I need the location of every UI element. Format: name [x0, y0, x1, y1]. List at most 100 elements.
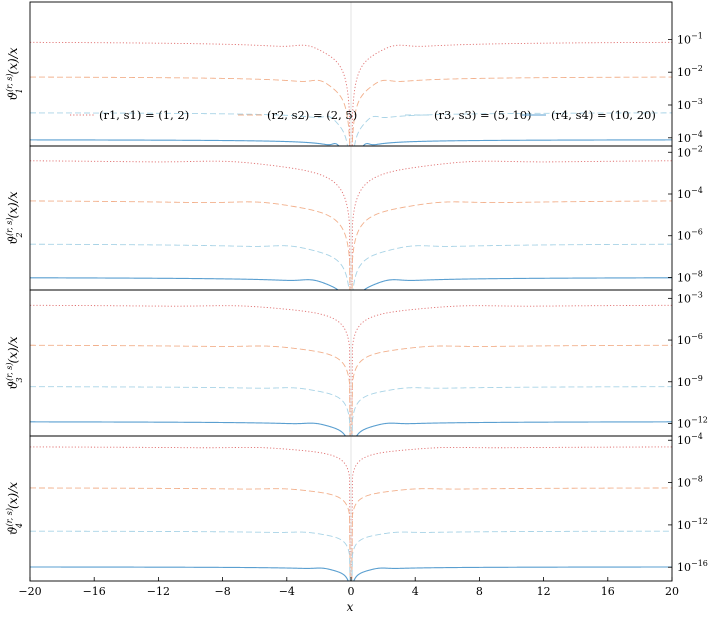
ylabel-tail: (x)/x	[6, 191, 20, 218]
y-tick-exp: −4	[691, 186, 703, 195]
panel-curves-4	[30, 446, 672, 581]
x-tick-label: −20	[18, 585, 41, 598]
y-tick-base: 10	[677, 33, 691, 46]
panel-curves-1	[30, 41, 672, 146]
series-line-3	[30, 112, 672, 146]
y-tick-base: 10	[677, 230, 691, 243]
y-tick-base: 10	[677, 188, 691, 201]
y-axis-label-3: ϑ(r, s)3 (x)/x	[5, 336, 24, 389]
ylabel-main: ϑ	[6, 526, 20, 535]
y-tick-base: 10	[677, 434, 691, 447]
panel-2: 10−210−410−610−8ϑ(r, s)2(x)/x	[5, 144, 703, 291]
panel-curves-2	[30, 160, 672, 290]
y-axis-label-4: ϑ(r, s)4(x)/x	[5, 482, 24, 535]
panel-1: 10−110−210−310−4ϑ(r, s)1(x)/x	[5, 1, 703, 147]
y-tick-label: 10−6	[677, 332, 703, 347]
ylabel-sub: 2	[15, 232, 24, 238]
y-tick-base: 10	[677, 292, 691, 305]
series-line-1	[30, 160, 672, 290]
x-tick-label: 0	[348, 585, 355, 598]
y-tick-base: 10	[677, 146, 691, 159]
ylabel-tail: (x)/x	[6, 336, 20, 363]
panel-curves-3	[30, 304, 672, 436]
x-tick-label: −12	[147, 585, 170, 598]
y-tick-exp: −9	[691, 374, 703, 383]
ylabel-sub: 1	[15, 88, 24, 93]
y-tick-label: 10−8	[677, 475, 703, 490]
y-tick-exp: −3	[691, 97, 703, 106]
y-tick-label: 10−4	[677, 186, 703, 201]
series-line-4	[30, 421, 672, 436]
y-tick-exp: −2	[691, 144, 703, 153]
y-tick-exp: −12	[691, 517, 708, 526]
y-tick-exp: −8	[691, 475, 703, 484]
panel-3: 10−310−610−910−12ϑ(r, s)3(x)/x	[5, 289, 708, 437]
y-tick-label: 10−2	[677, 64, 703, 79]
series-line-2	[30, 487, 672, 581]
x-tick-label: −8	[214, 585, 230, 598]
y-tick-exp: −6	[691, 228, 703, 237]
ylabel-main: ϑ	[6, 92, 20, 101]
y-tick-exp: −3	[691, 290, 703, 299]
ylabel-tail: (x)/x	[6, 47, 20, 74]
y-tick-exp: −6	[691, 332, 703, 341]
legend-label-4: (r4, s4) = (10, 20)	[551, 108, 656, 122]
y-tick-exp: −16	[691, 559, 708, 568]
x-tick-label: 4	[412, 585, 419, 598]
x-tick-label: −4	[279, 585, 295, 598]
y-tick-exp: −4	[691, 130, 703, 139]
y-tick-label: 10−3	[677, 290, 703, 305]
series-line-2	[30, 76, 672, 146]
series-line-2	[30, 200, 672, 290]
y-tick-label: 10−3	[677, 97, 703, 112]
y-tick-base: 10	[677, 334, 691, 347]
series-line-2	[30, 344, 672, 436]
y-tick-base: 10	[677, 376, 691, 389]
y-tick-label: 10−8	[677, 269, 703, 284]
series-line-3	[30, 530, 672, 581]
ylabel-sup: (r, s)	[5, 363, 14, 381]
y-tick-label: 10−9	[677, 374, 703, 389]
ylabel-sup: (r, s)	[5, 218, 14, 236]
y-tick-label: 10−1	[677, 31, 703, 46]
ylabel-sub: 3	[15, 377, 24, 382]
x-tick-label: 20	[665, 585, 679, 598]
y-tick-base: 10	[677, 477, 691, 490]
y-tick-base: 10	[677, 271, 691, 284]
series-line-3	[30, 386, 672, 436]
ylabel-sup: (r, s)	[5, 74, 14, 92]
y-tick-label: 10−4	[677, 130, 703, 145]
y-tick-exp: −2	[691, 64, 703, 73]
series-line-4	[30, 139, 672, 146]
y-tick-exp: −12	[691, 415, 708, 424]
legend-label-1: (r1, s1) = (1, 2)	[99, 108, 189, 122]
y-axis-label-1: ϑ(r, s)1 (x)/x	[5, 47, 24, 100]
x-tick-label: 8	[476, 585, 483, 598]
x-tick-label: −16	[83, 585, 106, 598]
y-tick-base: 10	[677, 417, 691, 430]
legend: (r1, s1) = (1, 2)(r2, s2) = (2, 5)(r3, s…	[70, 108, 656, 122]
ylabel-main: ϑ	[6, 381, 20, 390]
y-tick-label: 10−2	[677, 144, 703, 159]
y-tick-label: 10−4	[677, 432, 703, 447]
y-tick-base: 10	[677, 132, 691, 145]
series-line-4	[30, 277, 672, 290]
y-tick-exp: −1	[691, 31, 703, 40]
x-tick-label: 12	[537, 585, 551, 598]
y-tick-label: 10−16	[677, 559, 708, 574]
y-tick-label: 10−12	[677, 517, 708, 532]
x-tick-label: 16	[601, 585, 615, 598]
y-tick-base: 10	[677, 519, 691, 532]
y-tick-base: 10	[677, 66, 691, 79]
ylabel-sub: 4	[15, 523, 24, 529]
ylabel-main: ϑ	[6, 236, 20, 245]
ylabel-tail: (x)/x	[6, 482, 20, 509]
y-axis-label-2: ϑ(r, s)2 (x)/x	[5, 191, 24, 244]
series-line-4	[30, 566, 672, 581]
legend-label-3: (r3, s3) = (5, 10)	[434, 108, 532, 122]
y-tick-base: 10	[677, 99, 691, 112]
y-tick-label: 10−6	[677, 228, 703, 243]
y-tick-label: 10−12	[677, 415, 708, 430]
